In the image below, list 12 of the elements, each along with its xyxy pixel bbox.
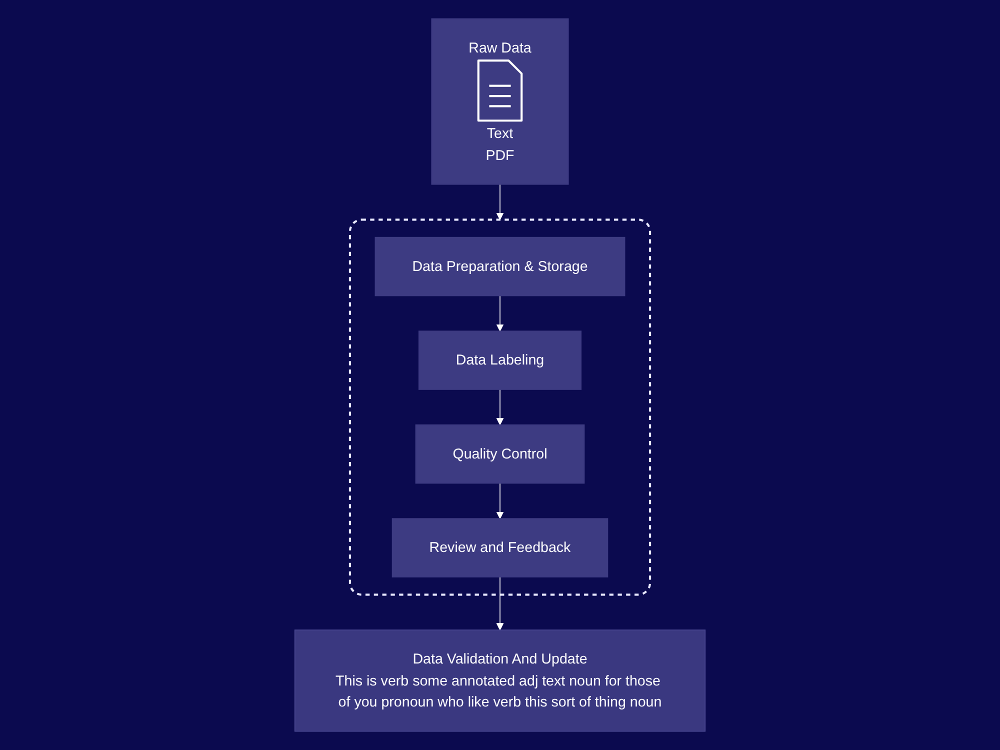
cluster	[348, 218, 652, 596]
arrow	[496, 184, 504, 220]
arrow	[496, 482, 504, 519]
arrow	[496, 295, 504, 332]
node-box: Data Preparation & Storage	[374, 236, 626, 296]
arrow	[496, 576, 504, 630]
arrow	[496, 389, 504, 426]
node-box: Quality Control	[415, 424, 585, 484]
node-box: Raw Data Text PDF	[431, 18, 569, 185]
node-box: Review and Feedback	[392, 518, 608, 578]
node-box: Data Labeling	[418, 330, 582, 390]
node-box: Data Validation And Update This is verb some annotated adj text noun for those of you pronoun who like verb this sort of thing noun	[294, 630, 706, 732]
